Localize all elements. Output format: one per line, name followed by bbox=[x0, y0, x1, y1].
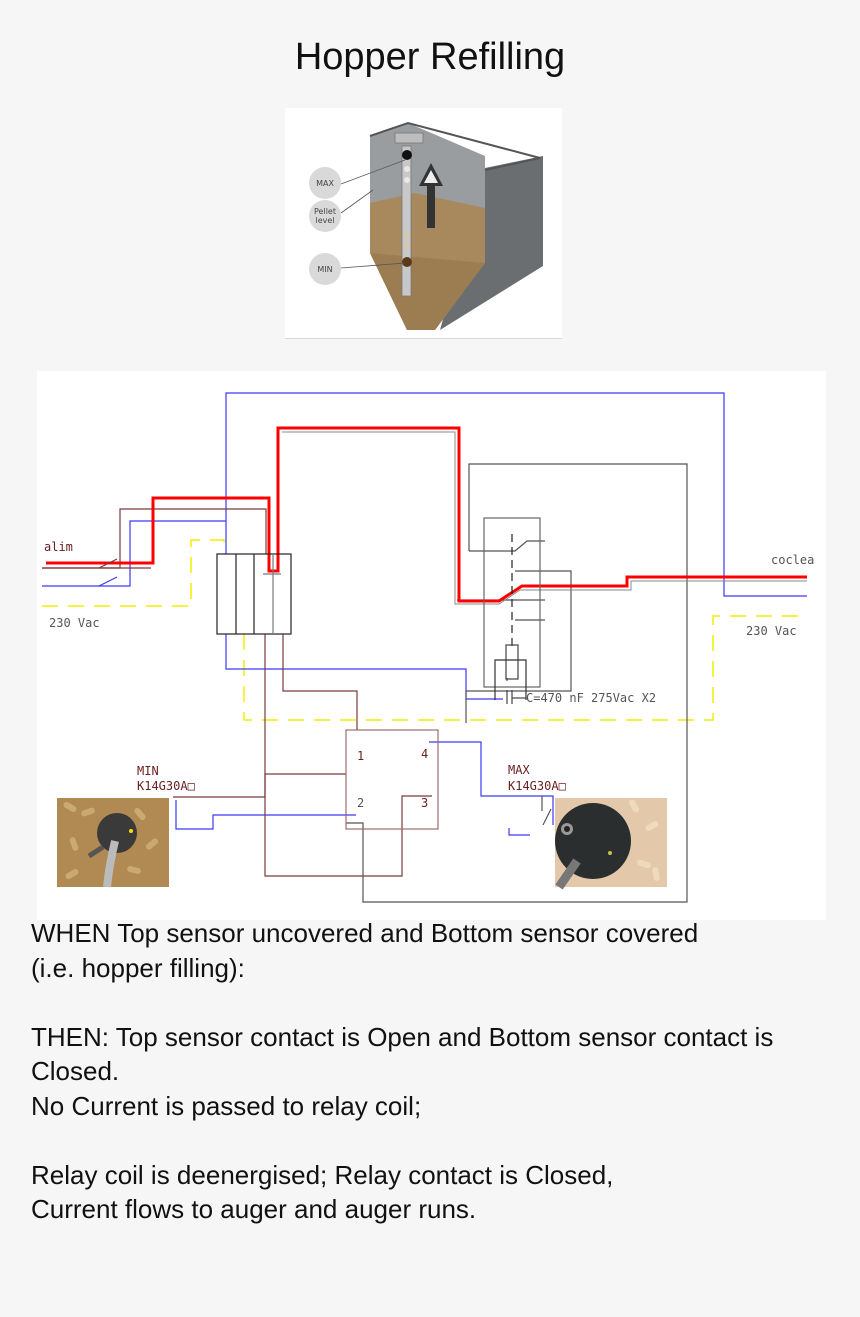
auger-out-label: coclea bbox=[771, 553, 814, 567]
max-sensor-model: K14G30A□ bbox=[508, 779, 566, 793]
page-title: Hopper Refilling bbox=[294, 36, 566, 78]
arrow-up-icon bbox=[419, 163, 443, 228]
terminal-3-label: 3 bbox=[421, 796, 428, 810]
earth-wire bbox=[42, 539, 807, 721]
pellet-funnel bbox=[370, 253, 485, 330]
then-line-3: No Current is passed to relay coil; bbox=[31, 1090, 422, 1121]
capacitor-label: C=470 nF 275Vac X2 bbox=[526, 691, 656, 705]
pellet-level-label-2: level bbox=[315, 216, 334, 225]
arrow-highlight bbox=[424, 170, 438, 183]
hopper-illustration: MAX Pellet level MIN bbox=[285, 108, 562, 339]
sensor-bar bbox=[401, 145, 412, 297]
when-line-1: WHEN Top sensor uncovered and Bottom sen… bbox=[31, 918, 699, 948]
min-sensor-name: MIN bbox=[137, 764, 159, 778]
terminal-2-label: 2 bbox=[357, 796, 364, 810]
max-bubble bbox=[309, 167, 341, 199]
hopper-rim-right bbox=[484, 157, 541, 171]
supply-in-voltage-label: 230 Vac bbox=[49, 616, 100, 630]
hopper-drawing: MAX Pellet level MIN bbox=[309, 121, 543, 330]
result-line-2: Current flows to auger and auger runs. bbox=[31, 1194, 477, 1224]
min-sensor-photo bbox=[57, 798, 169, 888]
relay bbox=[483, 517, 541, 700]
max-label: MAX bbox=[316, 179, 334, 188]
schematic-drawing: C=470 nF 275Vac X2 1 4 2 3 alim 230 Vac … bbox=[42, 392, 814, 903]
terminal-4-label: 4 bbox=[421, 747, 428, 761]
bar-hole bbox=[404, 243, 410, 249]
level-callout-line bbox=[340, 189, 374, 214]
explanation-text: WHEN Top sensor uncovered and Bottom sen… bbox=[31, 916, 851, 1227]
relay-coil bbox=[505, 644, 519, 680]
capacitor bbox=[506, 690, 526, 704]
max-sensor-name: MAX bbox=[508, 763, 530, 777]
active-live-path bbox=[46, 426, 807, 605]
bar-hole bbox=[404, 166, 410, 172]
when-line-2: (i.e. hopper filling): bbox=[31, 952, 245, 983]
then-line-2: Closed. bbox=[31, 1056, 120, 1086]
result-line-1: Relay coil is deenergised; Relay contact… bbox=[31, 1159, 614, 1190]
supply-switch-neutral bbox=[98, 576, 118, 587]
bar-hole bbox=[404, 177, 410, 183]
pellet-level-label-1: Pellet bbox=[314, 207, 336, 216]
then-line-1: THEN: Top sensor contact is Open and Bot… bbox=[31, 1021, 774, 1052]
supply-switch-live bbox=[98, 558, 118, 569]
neutral-wire bbox=[42, 392, 807, 836]
min-sensor-hole bbox=[402, 257, 412, 267]
pellet-surface bbox=[370, 203, 485, 263]
hopper-rim bbox=[369, 121, 541, 159]
min-label: MIN bbox=[317, 265, 332, 274]
max-callout-line bbox=[340, 159, 406, 185]
pellet-level-bubble bbox=[309, 200, 341, 232]
supply-in-label: alim bbox=[44, 540, 73, 554]
sensor-bracket bbox=[394, 132, 424, 144]
bar-hole bbox=[404, 232, 410, 238]
min-callout-line bbox=[340, 262, 406, 269]
max-sensor-photo bbox=[555, 798, 667, 890]
max-sensor-hole bbox=[402, 150, 412, 160]
control-wire bbox=[346, 463, 688, 903]
min-sensor-model: K14G30A□ bbox=[137, 779, 195, 793]
terminal-block bbox=[216, 553, 292, 635]
live-wire bbox=[42, 508, 432, 877]
wiring-schematic: C=470 nF 275Vac X2 1 4 2 3 alim 230 Vac … bbox=[37, 371, 826, 920]
sensor-terminal-box bbox=[345, 729, 439, 830]
auger-out-voltage-label: 230 Vac bbox=[746, 624, 797, 638]
max-sensor-contact bbox=[541, 796, 552, 826]
min-bubble bbox=[309, 253, 341, 285]
terminal-1-label: 1 bbox=[357, 749, 364, 763]
